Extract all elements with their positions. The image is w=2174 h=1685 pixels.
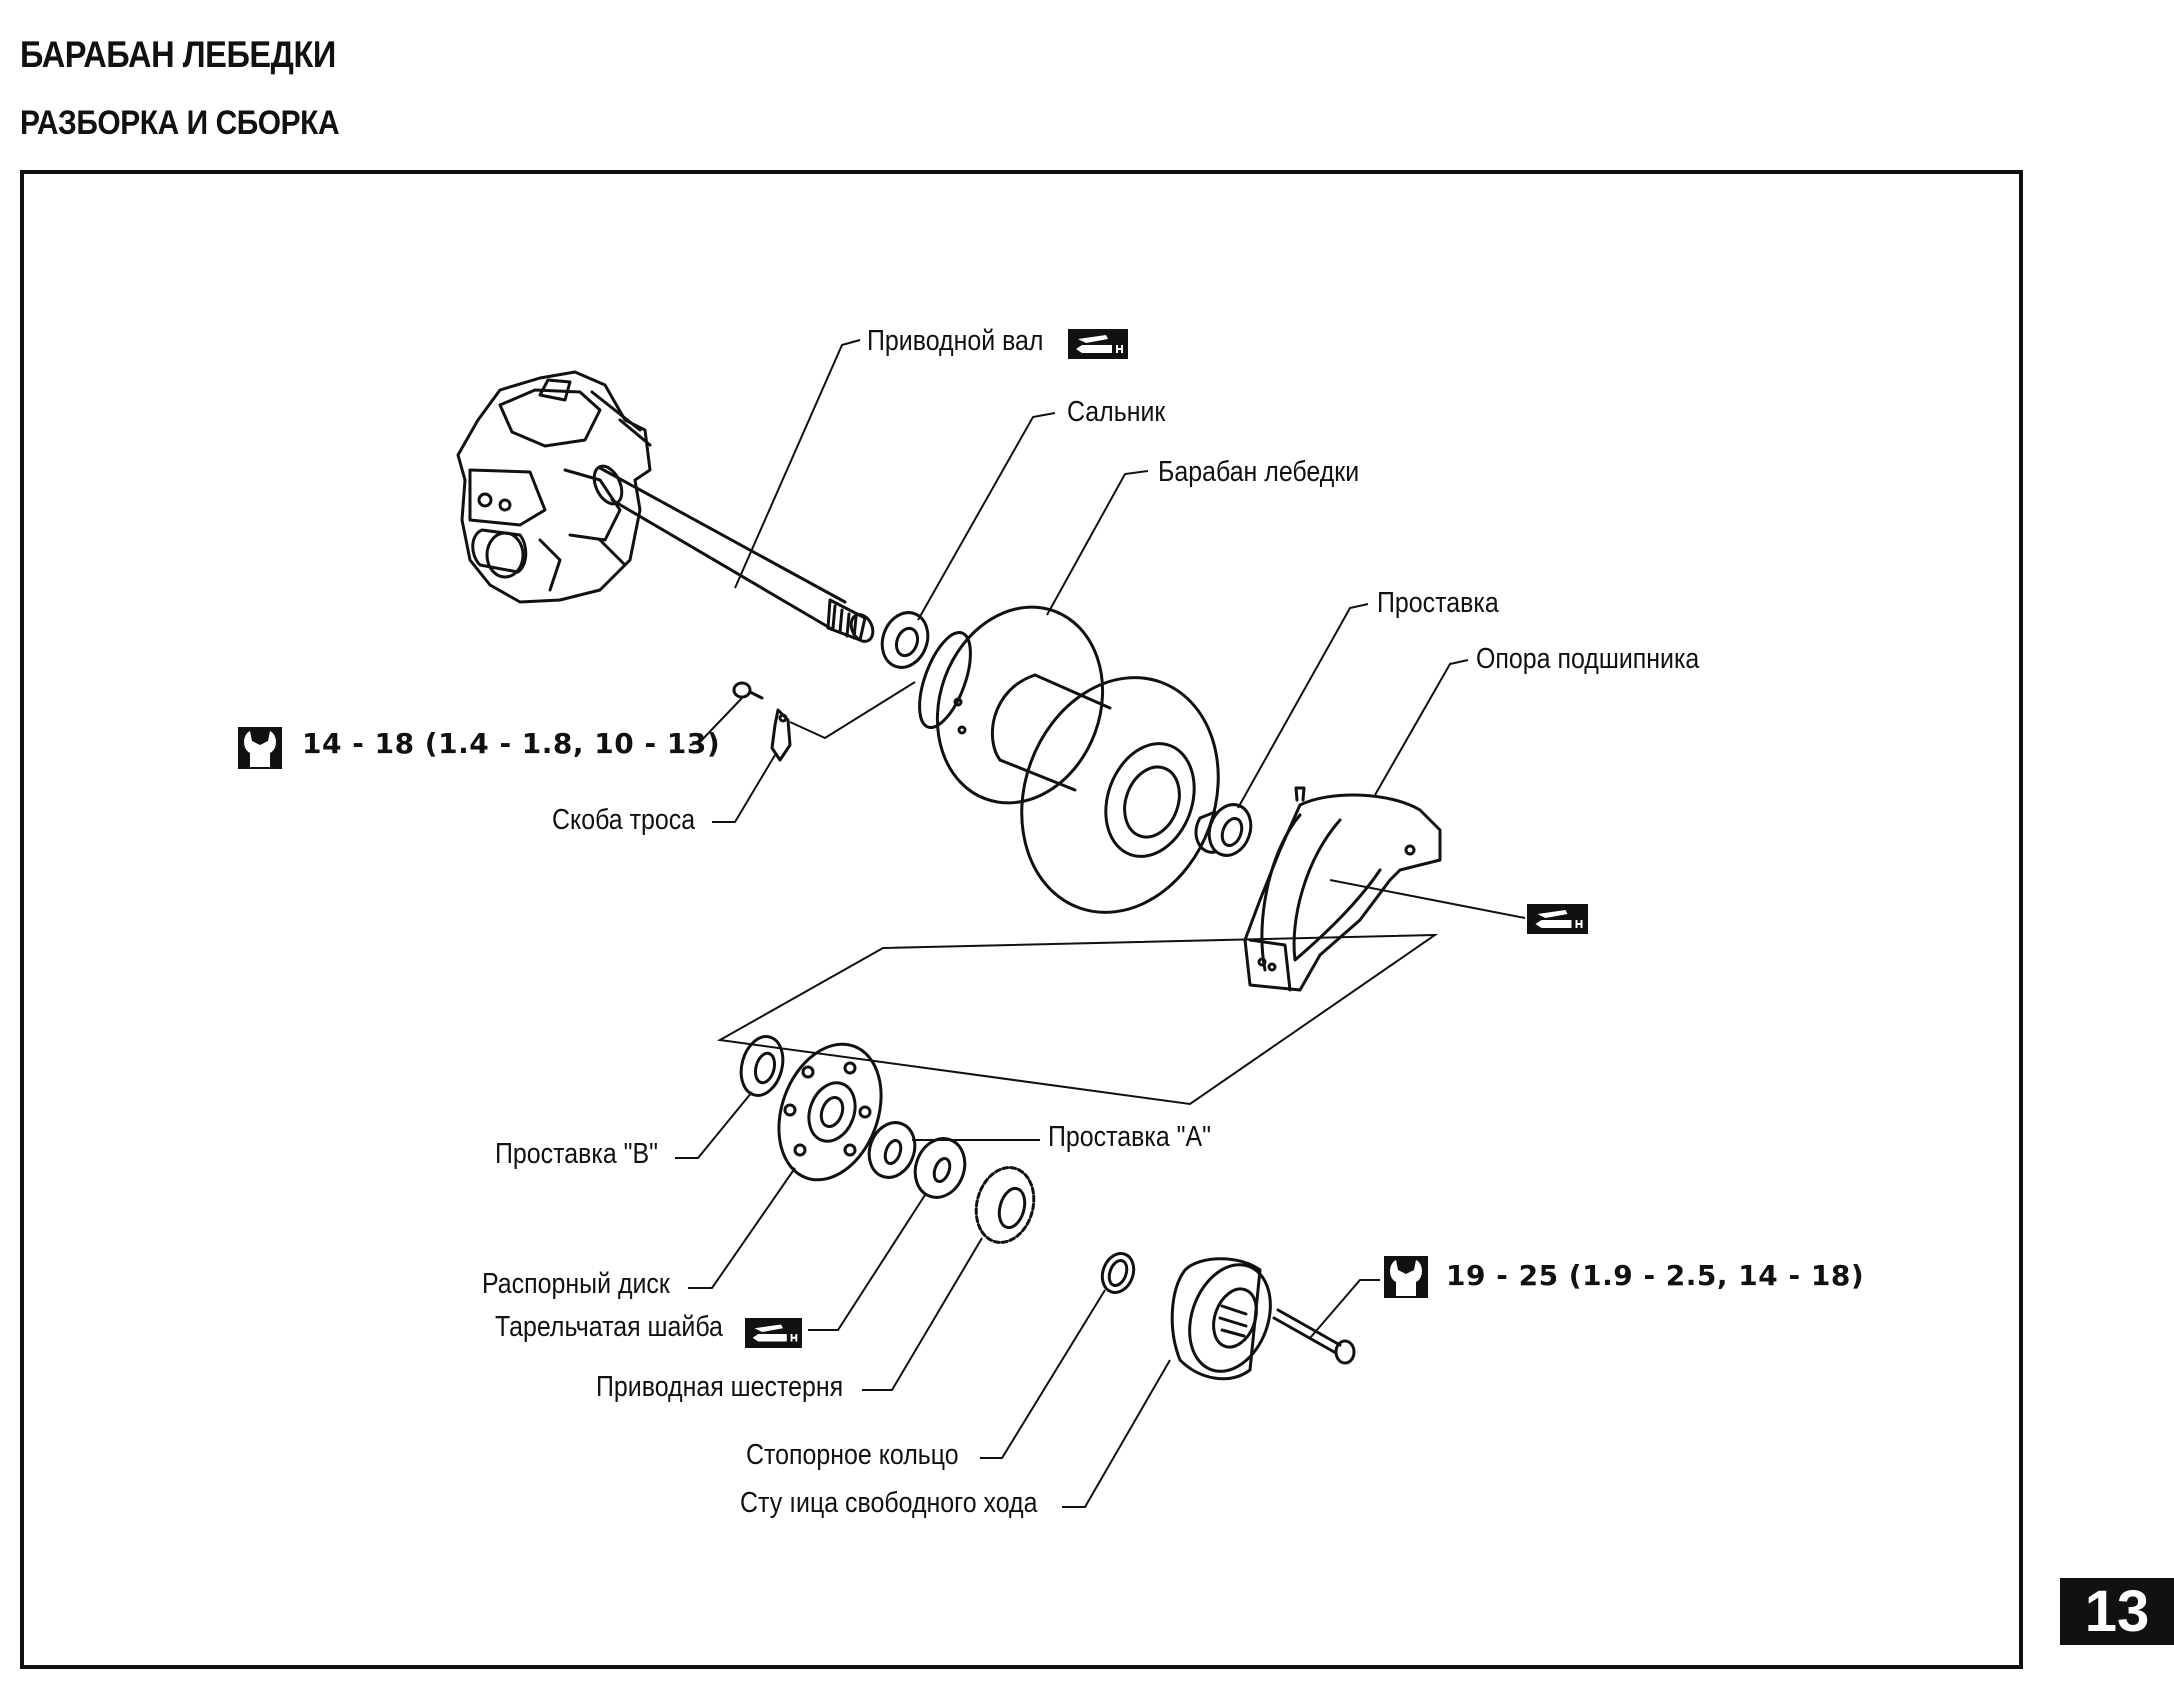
leader-clamp-to-drum xyxy=(789,681,916,740)
torque-spec-clamp-bolt: 14 - 18 (1.4 - 1.8, 10 - 13) xyxy=(302,727,721,760)
label-drive-shaft: Приводной вал xyxy=(867,325,1044,357)
label-cable-clamp: Скоба троса xyxy=(552,804,696,836)
leader-free-wheel-hub xyxy=(1062,1359,1171,1508)
page-number: 13 xyxy=(2060,1578,2174,1645)
leader-oil-seal xyxy=(917,412,1056,621)
label-snap-ring: Стопорное кольцо xyxy=(746,1439,959,1471)
snap-ring xyxy=(1100,1252,1136,1294)
bearing-support xyxy=(1243,786,1442,992)
spacer-a xyxy=(867,1121,917,1179)
spacer-bushing xyxy=(1194,803,1253,857)
torque-spec-hub-bolt: 19 - 25 (1.9 - 2.5, 14 - 18) xyxy=(1446,1259,1865,1292)
label-spacer: Проставка xyxy=(1377,587,1499,619)
winch-motor-housing xyxy=(456,370,652,604)
oil-seal xyxy=(880,611,930,669)
leader-group-box xyxy=(716,933,1439,1106)
disc-washer xyxy=(913,1137,967,1199)
label-drive-gear: Приводная шестерня xyxy=(596,1371,844,1403)
leader-cable-clamp xyxy=(712,754,776,823)
label-winch-drum: Барабан лебедки xyxy=(1158,456,1360,488)
label-bearing-support: Опора подшипника xyxy=(1476,643,1700,675)
grease-gun-icon xyxy=(1527,904,1588,934)
diagram-frame xyxy=(20,170,2023,1669)
torque-wrench-icon xyxy=(1384,1256,1428,1298)
leader-grease-right xyxy=(1329,879,1526,919)
drive-gear xyxy=(974,1166,1036,1244)
leader-disc-washer xyxy=(808,1194,926,1331)
leader-bearing-support xyxy=(1374,659,1469,796)
cable-clamp xyxy=(732,681,792,762)
section-subtitle: РАЗБОРКА И СБОРКА xyxy=(20,104,340,142)
leader-snap-ring xyxy=(980,1289,1106,1459)
label-spacer-a: Проставка "A" xyxy=(1048,1121,1212,1153)
winch-drum xyxy=(918,605,1220,914)
label-spacer-b: Проставка "B" xyxy=(495,1138,659,1170)
leader-spacer-b xyxy=(675,1091,753,1159)
drive-shaft xyxy=(592,464,875,643)
leader-hub-bolt xyxy=(1309,1279,1380,1339)
leader-winch-drum xyxy=(1046,470,1149,616)
grease-gun-icon xyxy=(1068,329,1128,359)
leader-clamp-bolt xyxy=(689,697,743,746)
spacer-b xyxy=(739,1035,785,1097)
hub-bolt xyxy=(1272,1308,1356,1365)
label-spacer-disc: Распорный диск xyxy=(482,1268,670,1300)
leader-drive-shaft xyxy=(734,339,861,589)
leader-spacer-disc xyxy=(688,1167,796,1289)
page-title: БАРАБАН ЛЕБЕДКИ xyxy=(20,34,336,75)
torque-wrench-icon xyxy=(238,727,282,769)
label-free-wheel-hub: Сту ıица свободного хода xyxy=(740,1487,1038,1519)
label-oil-seal: Сальник xyxy=(1067,396,1166,428)
spacer-disc xyxy=(777,1042,883,1182)
leader-spacer xyxy=(1237,603,1369,809)
leader-drive-gear xyxy=(862,1237,983,1391)
label-disc-washer: Тарельчатая шайба xyxy=(495,1311,723,1343)
free-wheel-hub xyxy=(1170,1257,1272,1381)
grease-gun-icon xyxy=(745,1318,802,1348)
